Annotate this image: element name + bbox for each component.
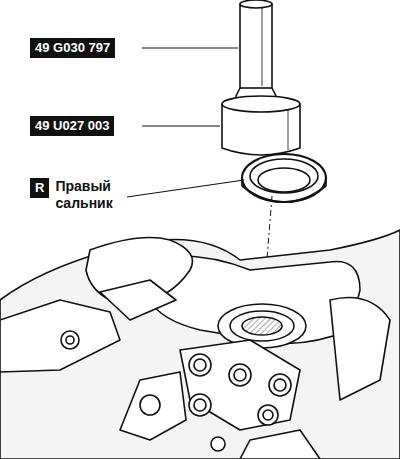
part-name: Правый сальник xyxy=(55,178,127,212)
tool-number: 49 G030 797 xyxy=(30,38,115,58)
seal-label: R Правый сальник xyxy=(30,178,127,212)
part-number-tag: 49 U027 003 xyxy=(30,116,114,136)
side-marker: R xyxy=(30,178,49,198)
tool-number: 49 U027 003 xyxy=(30,116,114,136)
part-number-tag: 49 G030 797 xyxy=(30,38,115,58)
